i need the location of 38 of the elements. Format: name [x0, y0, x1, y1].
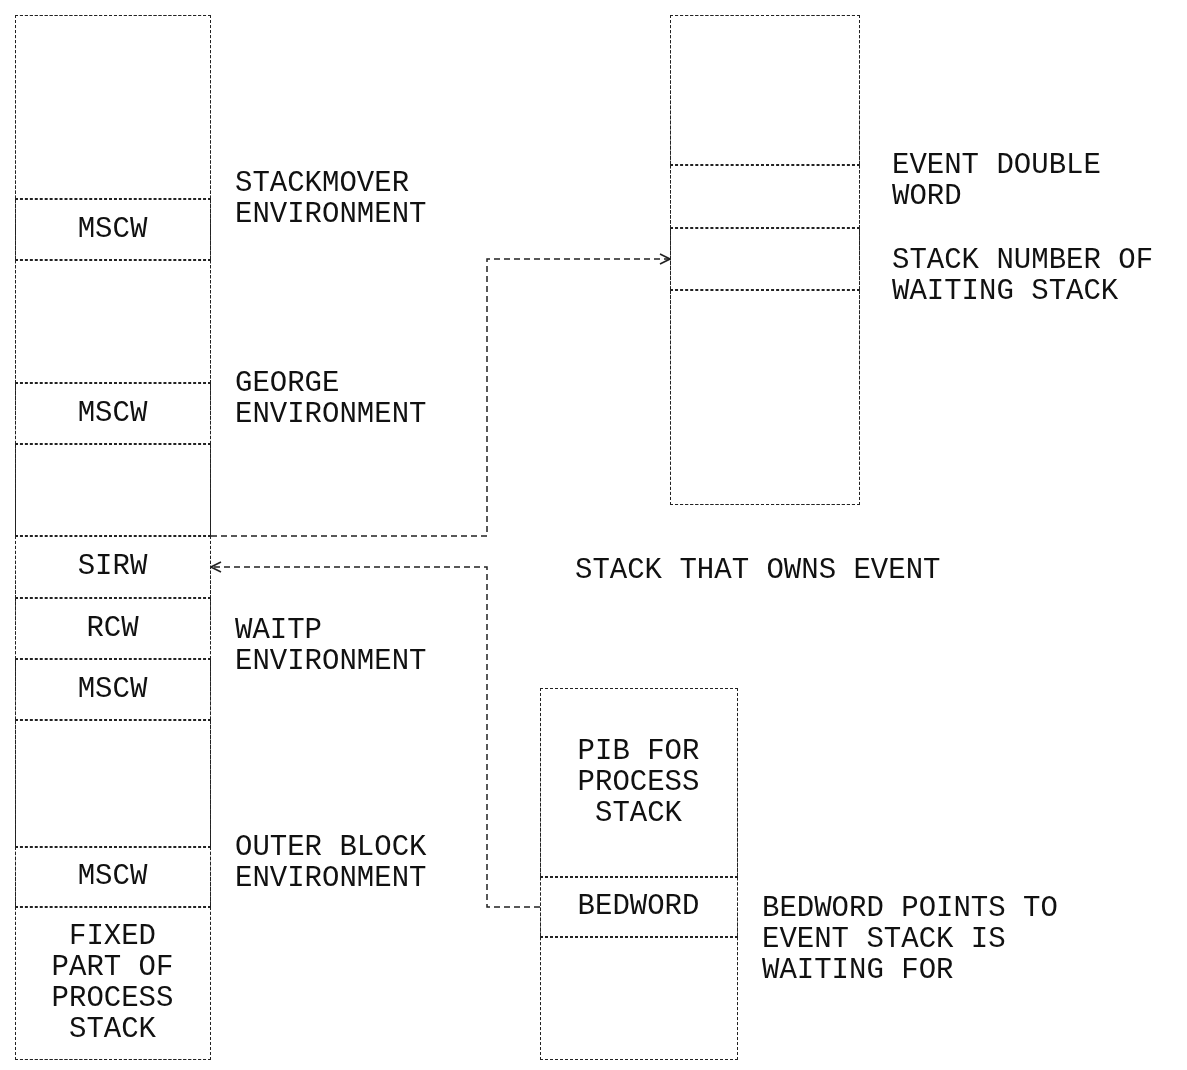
memory-cell [539, 876, 738, 937]
annotation-text: OUTER BLOCK ENVIRONMENT [235, 832, 428, 894]
annotation-text: STACKMOVER ENVIRONMENT [235, 168, 428, 230]
memory-cell [14, 597, 211, 659]
memory-cell [669, 227, 860, 290]
memory-cell [14, 198, 211, 260]
memory-cell [669, 289, 860, 505]
arrow [210, 253, 671, 537]
stack-column [15, 15, 211, 1060]
memory-cell [14, 719, 211, 847]
memory-cell [14, 906, 211, 1060]
memory-cell [14, 382, 211, 444]
memory-cell [14, 535, 211, 598]
cell-text: MSCW [76, 673, 149, 705]
cell-text: MSCW [76, 397, 149, 429]
cell-text: SIRW [76, 551, 149, 582]
annotation-text: BEDWORD POINTS TO EVENT STACK IS WAITING FOR [762, 893, 1059, 986]
arrow [210, 561, 541, 908]
memory-cell [14, 443, 211, 536]
cell-text: RCW [85, 612, 140, 644]
annotation-text: WAITP ENVIRONMENT [235, 615, 428, 677]
memory-cell [669, 14, 860, 165]
annotation-text: STACK NUMBER OF WAITING STACK [892, 245, 1155, 307]
stack-column [670, 15, 860, 505]
memory-cell [14, 259, 211, 383]
cell-text: BEDWORD [576, 891, 701, 922]
cell-text: FIXED PART OF PROCESS STACK [50, 921, 175, 1045]
annotation-text: STACK THAT OWNS EVENT [575, 555, 942, 586]
memory-cell [14, 846, 211, 907]
cell-text: MSCW [76, 861, 149, 892]
memory-cell [14, 658, 211, 720]
cell-text: MSCW [76, 213, 149, 245]
stack-column [540, 688, 738, 1060]
memory-cell [669, 164, 860, 228]
annotation-text: EVENT DOUBLE WORD [892, 150, 1102, 212]
cell-text: PIB FOR PROCESS STACK [577, 735, 700, 829]
memory-cell [14, 14, 211, 199]
annotation-text: GEORGE ENVIRONMENT [235, 368, 428, 430]
